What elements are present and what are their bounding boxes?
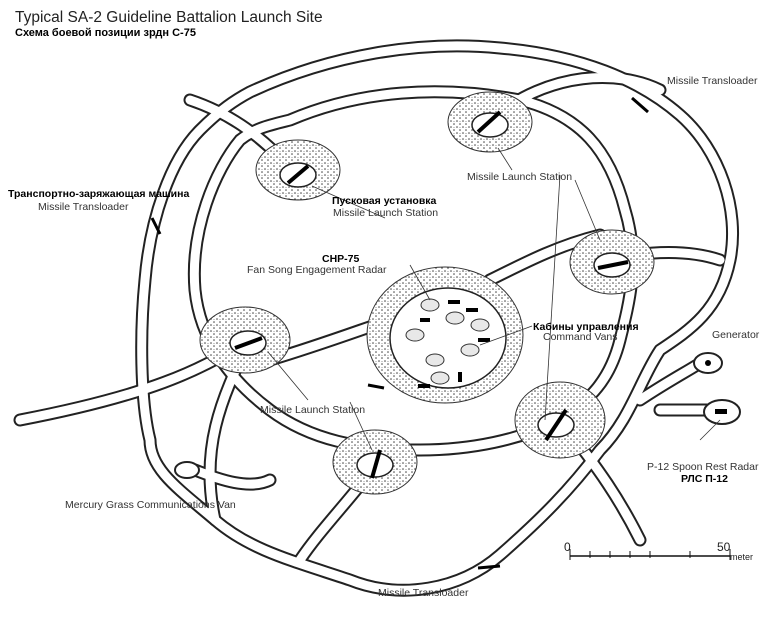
label-launch-station-n: Missile Launch Station [467, 171, 573, 183]
label-p12-ru: РЛС П-12 [681, 473, 728, 485]
launcher-nw [255, 139, 341, 201]
label-transloader-w: Missile Transloader [38, 201, 129, 213]
label-launcher-ru: Пусковая установка [332, 195, 437, 207]
launcher-w [199, 306, 291, 374]
leader-lines [267, 147, 721, 451]
label-mercury: Mercury Grass Communications Van [65, 499, 236, 511]
launcher-se [514, 381, 606, 459]
label-command-ru: Кабины управления [533, 321, 639, 333]
launcher-s [332, 429, 418, 495]
label-transloader-w-ru: Транспортно-заряжающая машина [8, 188, 190, 200]
label-launch-station-sw: Missile Launch Station [260, 404, 366, 416]
diagram-title: Typical SA-2 Guideline Battalion Launch … [15, 9, 323, 26]
label-generator: Generator [712, 329, 760, 341]
label-p12: P-12 Spoon Rest Radar [647, 461, 759, 473]
label-radar-ru: СНР-75 [322, 253, 360, 265]
radar-berm [366, 266, 524, 404]
launcher-e [569, 229, 655, 295]
label-launch-station-nw: Missile Launch Station [333, 207, 439, 219]
launcher-n [447, 91, 533, 153]
transloader-vehicles [150, 96, 649, 570]
diagram-subtitle: Схема боевой позиции зрдн С-75 [15, 27, 196, 39]
label-radar: Fan Song Engagement Radar [247, 264, 387, 276]
label-transloader-ne: Missile Transloader [667, 75, 758, 87]
revetments [199, 91, 655, 495]
scale-start-label: 0 [564, 540, 571, 554]
scale-end-label: 50 [717, 540, 731, 554]
scale-bar [569, 549, 731, 560]
scale-unit-label: meter [730, 552, 754, 562]
small-pads [174, 352, 741, 479]
label-command: Command Vans [543, 331, 618, 343]
label-transloader-s: Missile Transloader [378, 587, 469, 599]
